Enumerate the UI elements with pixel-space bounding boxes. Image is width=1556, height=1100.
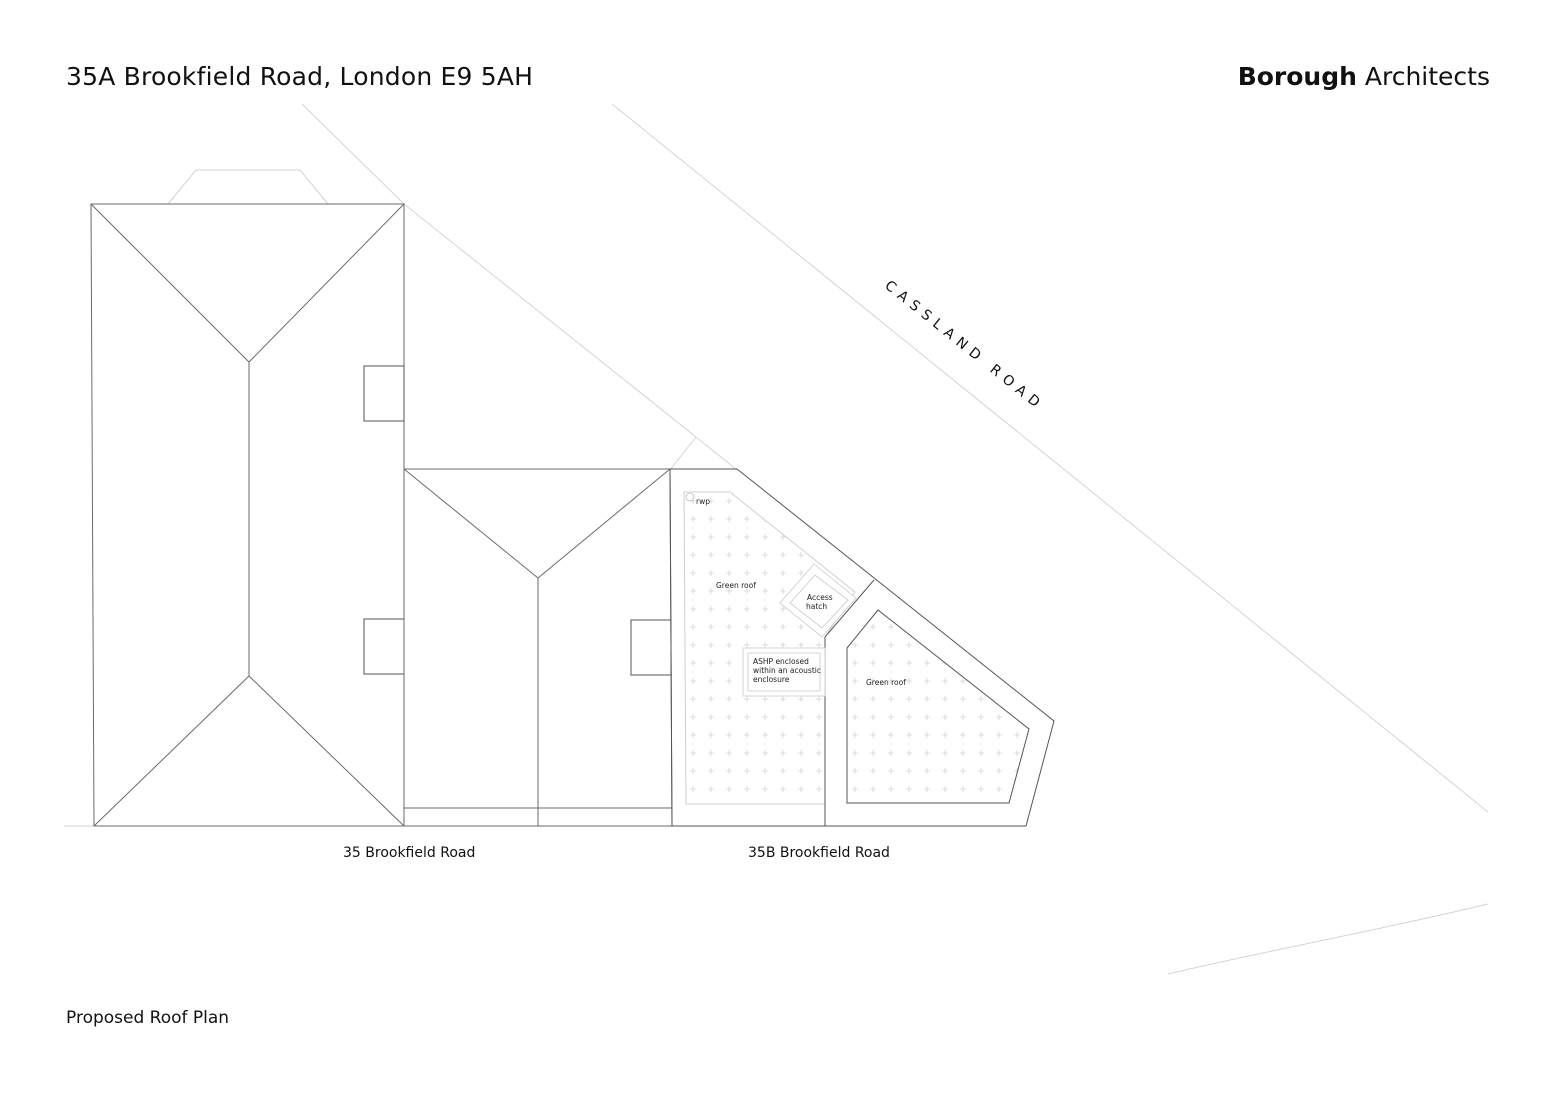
rooflight-upper: [363, 365, 405, 422]
ashp-label-2: within an acoustic: [753, 666, 821, 675]
ashp-label-3: enclosure: [753, 675, 790, 684]
property-label-35b: 35B Brookfield Road: [748, 845, 890, 861]
access-hatch-label-1: Access: [807, 593, 833, 602]
rwp-icon: [685, 492, 695, 502]
green-roof-label-2: Green roof: [866, 678, 906, 687]
drawing-title: Proposed Roof Plan: [66, 1008, 230, 1028]
firm-name-regular: Architects: [1364, 62, 1490, 91]
house-35b-roof: [669, 468, 1055, 827]
ashp-enclosure: [742, 647, 826, 697]
firm-name: Borough Architects: [1238, 62, 1490, 91]
rwp-label: rwp: [696, 497, 710, 506]
green-roof-area-2: [846, 609, 1030, 804]
access-hatch: [779, 563, 857, 638]
access-hatch-label-2: hatch: [806, 602, 827, 611]
property-label-35: 35 Brookfield Road: [343, 845, 475, 861]
rooflight-lower: [363, 618, 405, 675]
house-35-roof: [90, 203, 405, 827]
green-roof-label-1: Green roof: [716, 581, 756, 590]
firm-name-bold: Borough: [1237, 62, 1357, 91]
road-label: CASSLAND ROAD: [882, 278, 1048, 415]
ashp-label-1: ASHP enclosed: [753, 657, 809, 666]
project-address: 35A Brookfield Road, London E9 5AH: [66, 62, 534, 91]
rooflight-extension: [630, 619, 672, 676]
rear-extension-roof: [403, 468, 673, 827]
site-boundary-lines: [64, 103, 1489, 975]
